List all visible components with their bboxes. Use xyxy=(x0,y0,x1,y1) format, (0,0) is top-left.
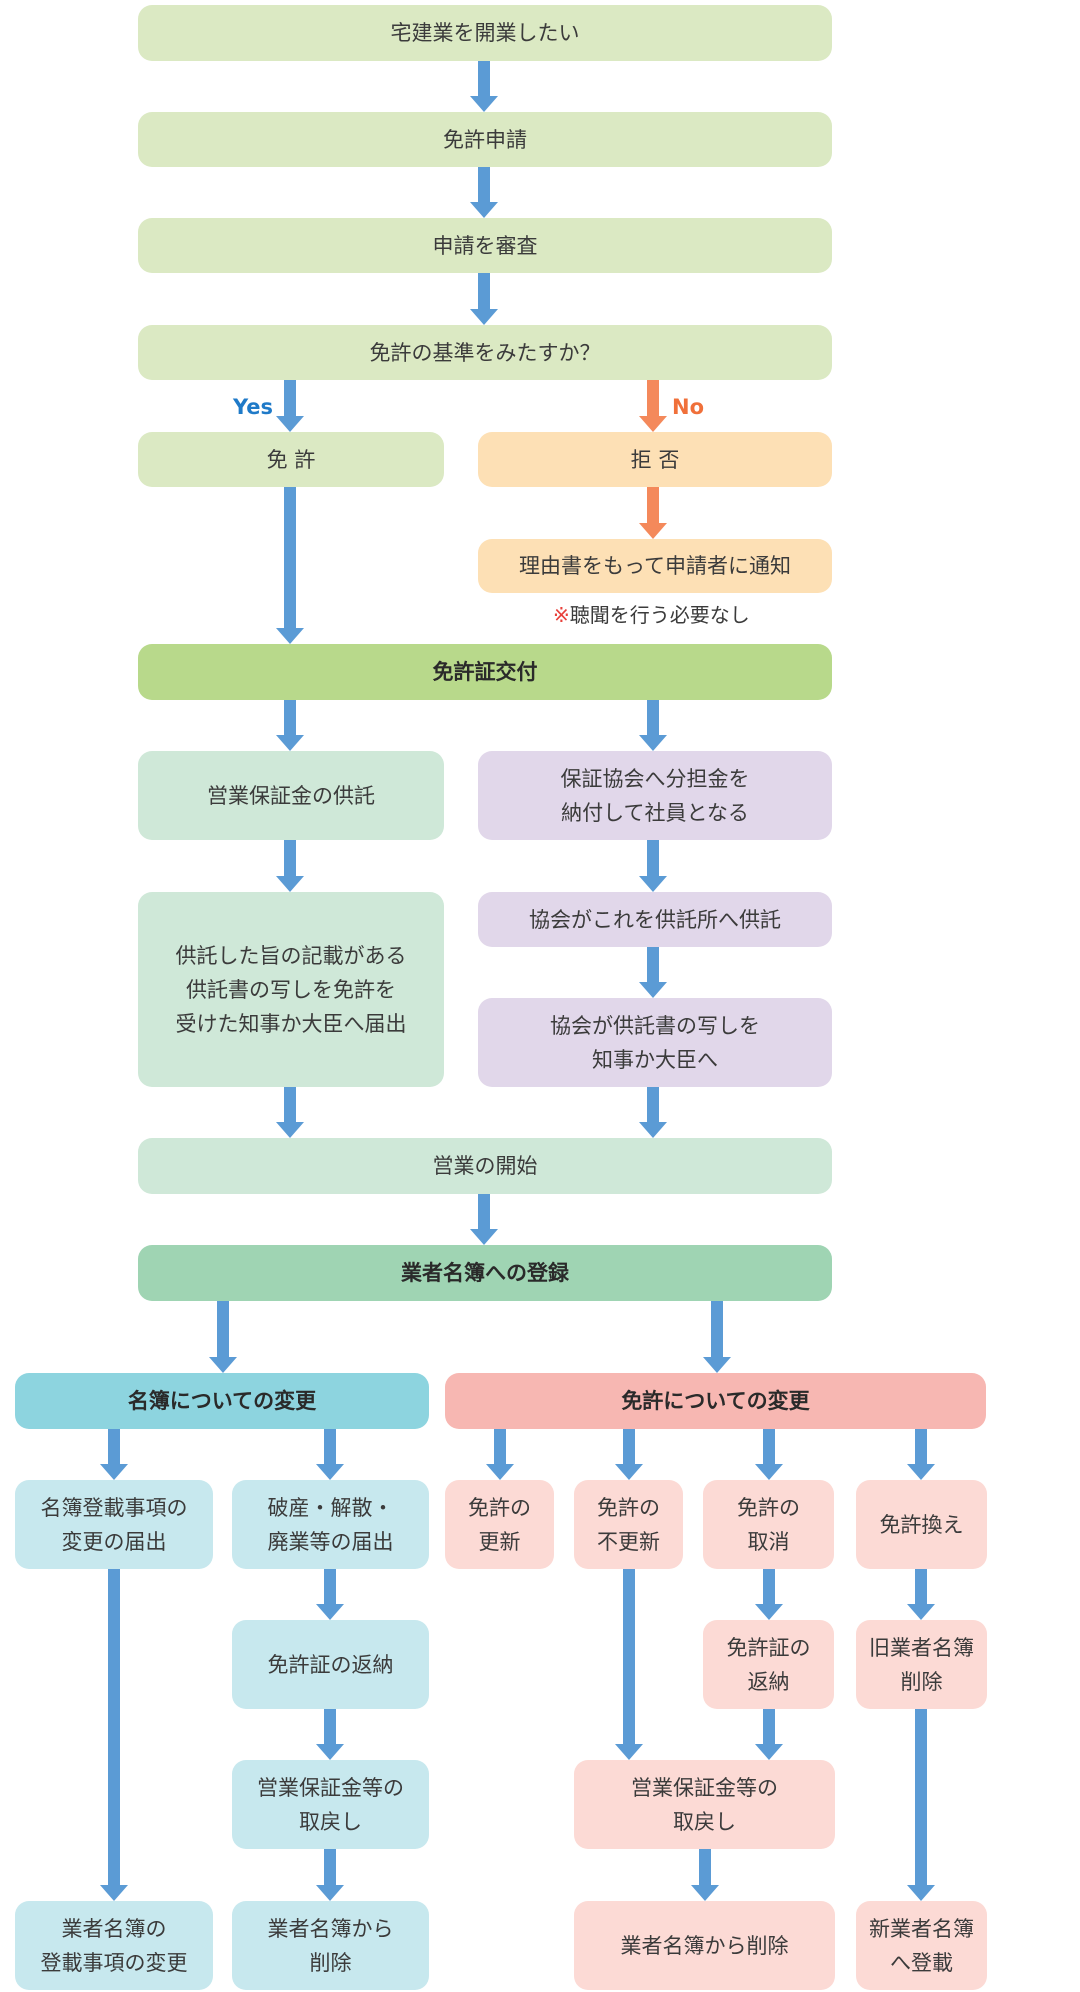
step-license-deposit-return: 営業保証金等の 取戻し xyxy=(574,1760,835,1849)
step-deposit-report: 供託した旨の記載がある 供託書の写しを免許を 受けた知事か大臣へ届出 xyxy=(138,892,444,1087)
step-transfer: 免許換え xyxy=(856,1480,987,1569)
step-transfer-old-delete: 旧業者名簿 削除 xyxy=(856,1620,987,1709)
step-refusal-notice: 理由書をもって申請者に通知 xyxy=(478,539,832,593)
step-association-deposit: 協会がこれを供託所へ供託 xyxy=(478,892,832,947)
yes-label: Yes xyxy=(233,395,274,419)
step-refusal: 拒 否 xyxy=(478,432,832,487)
step-item-change-notice: 名簿登載事項の 変更の届出 xyxy=(15,1480,213,1569)
roster-changes-header: 名簿についての変更 xyxy=(15,1373,429,1429)
note-text: 聴聞を行う必要なし xyxy=(569,603,750,627)
step-business-start: 営業の開始 xyxy=(138,1138,832,1194)
hearing-note: ※聴聞を行う必要なし xyxy=(553,603,750,627)
note-mark: ※ xyxy=(553,603,570,627)
step-revocation-license-return: 免許証の 返納 xyxy=(703,1620,834,1709)
step-license-removal: 業者名簿から削除 xyxy=(574,1901,835,1990)
step-closure-notice: 破産・解散・ 廃業等の届出 xyxy=(232,1480,429,1569)
step-closure-license-return: 免許証の返納 xyxy=(232,1620,429,1709)
step-security-deposit: 営業保証金の供託 xyxy=(138,751,444,840)
no-label: No xyxy=(672,395,705,419)
step-association-join: 保証協会へ分担金を 納付して社員となる xyxy=(478,751,832,840)
step-start: 宅建業を開業したい xyxy=(138,5,832,61)
step-closure-deposit-return: 営業保証金等の 取戻し xyxy=(232,1760,429,1849)
license-changes-header: 免許についての変更 xyxy=(445,1373,986,1429)
step-review: 申請を審査 xyxy=(138,218,832,273)
step-transfer-new-register: 新業者名簿 へ登載 xyxy=(856,1901,987,1990)
step-association-report: 協会が供託書の写しを 知事か大臣へ xyxy=(478,998,832,1087)
step-closure-removal: 業者名簿から 削除 xyxy=(232,1901,429,1990)
step-criteria-question: 免許の基準をみたすか？ xyxy=(138,325,832,380)
step-renewal: 免許の 更新 xyxy=(445,1480,554,1569)
step-registration: 業者名簿への登録 xyxy=(138,1245,832,1301)
step-item-change-result: 業者名簿の 登載事項の変更 xyxy=(15,1901,213,1990)
step-license: 免 許 xyxy=(138,432,444,487)
step-revocation: 免許の 取消 xyxy=(703,1480,834,1569)
step-non-renewal: 免許の 不更新 xyxy=(574,1480,683,1569)
step-apply: 免許申請 xyxy=(138,112,832,167)
step-license-issue: 免許証交付 xyxy=(138,644,832,700)
